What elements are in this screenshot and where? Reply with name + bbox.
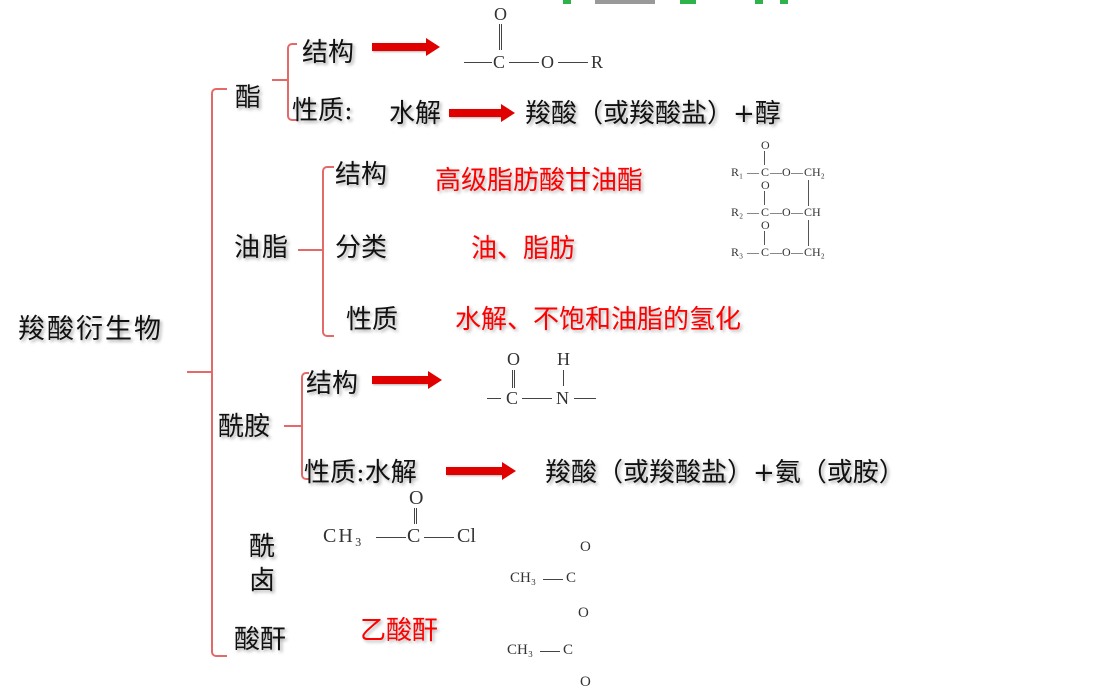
amide-label: 酰胺 [218, 412, 271, 442]
fat-connector [298, 249, 323, 251]
arrow-icon [372, 371, 442, 389]
ester-structure-label: 结构 [302, 38, 355, 68]
arrow-icon [446, 462, 516, 480]
ester-property-reaction: 水解 [389, 99, 442, 129]
fat-class-value: 油、脂肪 [471, 234, 576, 264]
title-fragment [755, 0, 763, 4]
fat-property-value: 水解、不饱和油脂的氢化 [455, 305, 742, 335]
ester-bracket [287, 43, 297, 121]
root-bracket [211, 88, 227, 657]
amide-property-label: 性质:水解 [304, 458, 417, 488]
fat-label: 油脂 [234, 233, 291, 263]
fat-class-label: 分类 [335, 233, 388, 263]
anhydride-example: 乙酸酐 [360, 616, 439, 646]
fat-structure-label: 结构 [335, 160, 388, 190]
title-fragment [680, 0, 696, 4]
fat-property-label: 性质 [346, 305, 399, 335]
root-connector [187, 371, 212, 373]
ester-connector [272, 79, 288, 81]
anhydride-label: 酸酐 [234, 625, 287, 655]
fat-structure-value: 高级脂肪酸甘油酯 [435, 166, 644, 196]
acyl-halide-label-1: 酰 [249, 532, 276, 562]
arrow-icon [449, 104, 515, 122]
ester-property-label: 性质: [292, 96, 353, 126]
arrow-icon [372, 38, 440, 56]
ester-label: 酯 [235, 83, 262, 113]
amide-connector [284, 425, 302, 427]
title-fragment [595, 0, 655, 4]
amide-property-result: 羧酸（或羧酸盐）+氨（或胺） [545, 458, 905, 488]
title-fragment [563, 0, 571, 4]
ester-property-result: 羧酸（或羧酸盐）+醇 [525, 99, 781, 129]
fat-bracket [322, 166, 334, 337]
title-fragment [780, 0, 788, 4]
acyl-halide-label-2: 卤 [249, 566, 276, 596]
amide-bracket [301, 372, 309, 480]
root-label: 羧酸衍生物 [18, 314, 163, 345]
amide-structure-label: 结构 [306, 369, 359, 399]
